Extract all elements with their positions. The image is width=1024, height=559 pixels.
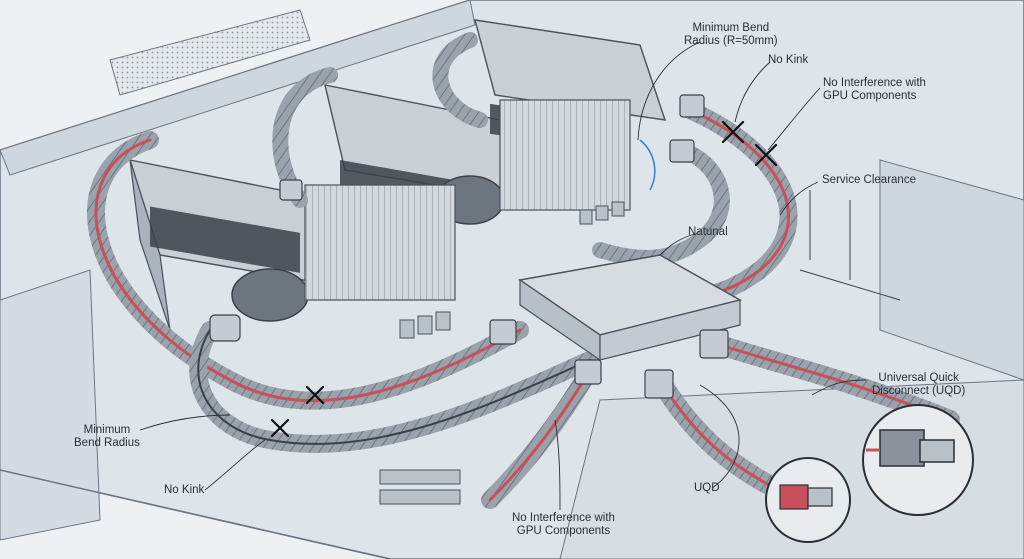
label-line: No Interference with [512, 512, 615, 524]
bend-radius-arc [639, 139, 656, 191]
hose-fittings [209, 94, 729, 399]
label-service-clearance: Service Clearance [822, 174, 916, 186]
x-mark-icon [270, 120, 778, 438]
gpu-card-1 [128, 159, 362, 331]
leader-lines [139, 41, 867, 511]
label-no-kink-top: No Kink [768, 54, 809, 66]
label-line: GPU Components [516, 525, 611, 537]
label-line: GPU Components [823, 90, 917, 102]
label-no-interference-bottom: No Interference with GPU Components [512, 512, 615, 538]
label-line: Minimum [83, 424, 131, 436]
label-line: Universal Quick [878, 372, 959, 384]
label-line: No Interference with [823, 77, 926, 89]
heatsink-right [499, 99, 631, 211]
label-line: Radius (R=50mm) [684, 35, 778, 47]
magnifier-circle-icon [765, 404, 974, 543]
label-no-kink-left: No Kink [164, 484, 205, 496]
heatsink-left [304, 184, 456, 301]
memory-modules [379, 201, 625, 505]
label-line: Bend Radius [74, 437, 140, 449]
label-uqd-callout: Universal Quick Disconnect (UQD) [872, 372, 965, 398]
label-min-bend-radius-left: Minimum Bend Radius [74, 424, 140, 450]
label-line: Disconnect (UQD) [872, 385, 966, 397]
label-natural: Natunal [688, 226, 728, 238]
label-no-interference-top: No Interference with GPU Components [823, 77, 926, 103]
label-uqd-small: UQD [694, 482, 720, 494]
label-line: Minimum Bend [692, 22, 770, 34]
label-min-bend-radius-top: Minimum Bend Radius (R=50mm) [684, 22, 778, 48]
service-clearance-arrows [799, 190, 901, 301]
